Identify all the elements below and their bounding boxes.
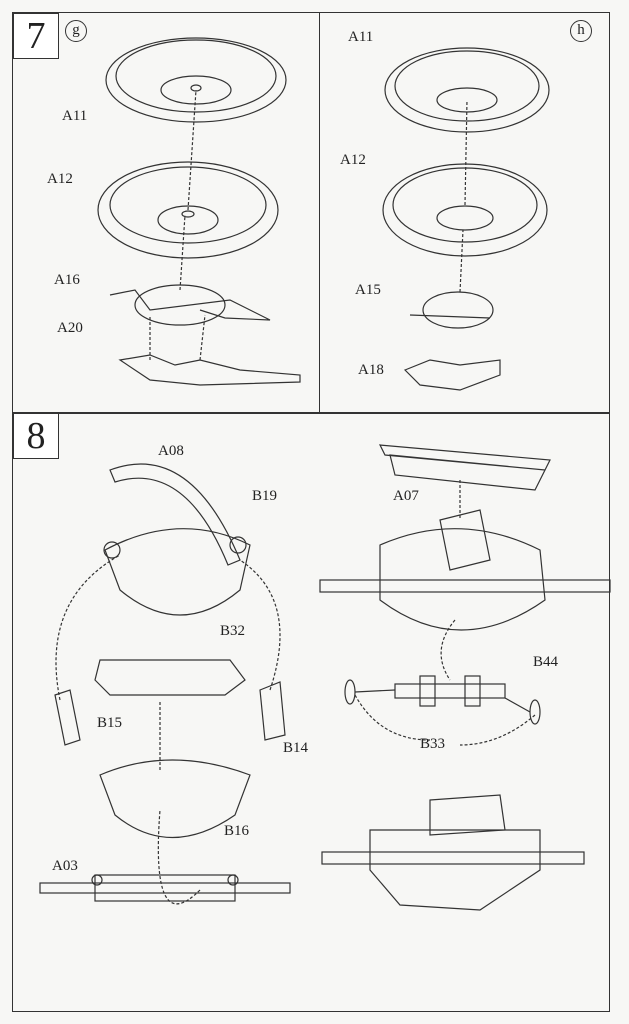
part-a03 (39, 874, 291, 902)
substep-g-tag: g (65, 20, 87, 42)
part-b33 (344, 679, 541, 725)
step-7-number: 7 (13, 13, 59, 59)
part-b44 (394, 675, 506, 707)
axle-assembly (319, 509, 611, 631)
step-8-number: 8 (13, 413, 59, 459)
label-a15: A15 (355, 282, 381, 298)
part-a15 (409, 291, 494, 329)
step8-panel (12, 412, 610, 1012)
label-b33: B33 (420, 736, 446, 752)
wheel-a12-g (97, 161, 279, 259)
part-b16 (99, 759, 251, 839)
label-a20: A20 (57, 320, 83, 336)
label-a12: A12 (47, 171, 73, 187)
label-b19: B19 (252, 488, 278, 504)
label-a12: A12 (340, 152, 366, 168)
label-a11: A11 (62, 108, 88, 124)
label-b14: B14 (283, 740, 309, 756)
label-a08: A08 (158, 443, 184, 459)
part-b19 (103, 528, 251, 616)
label-a18: A18 (358, 362, 384, 378)
part-b32 (94, 659, 246, 696)
substep-h-tag: h (570, 20, 592, 42)
label-a16: A16 (54, 272, 80, 288)
wheel-a12-h (382, 163, 548, 257)
part-b15 (54, 689, 81, 746)
label-a11: A11 (348, 29, 374, 45)
wheel-a11-g (105, 37, 287, 123)
label-a03: A03 (52, 858, 78, 874)
label-b44: B44 (533, 654, 559, 670)
label-b16: B16 (224, 823, 250, 839)
part-a08 (109, 463, 241, 566)
part-a20 (118, 354, 301, 386)
assembled-axle (321, 794, 585, 911)
step7-panel (12, 12, 610, 414)
wheel-a11-h (384, 47, 550, 133)
label-b32: B32 (220, 623, 246, 639)
step7-divider (319, 12, 320, 412)
label-a07: A07 (393, 488, 419, 504)
part-a18 (403, 359, 501, 391)
part-a16 (109, 284, 271, 326)
part-a07 (378, 444, 551, 491)
label-b15: B15 (97, 715, 123, 731)
part-b14 (259, 681, 286, 741)
